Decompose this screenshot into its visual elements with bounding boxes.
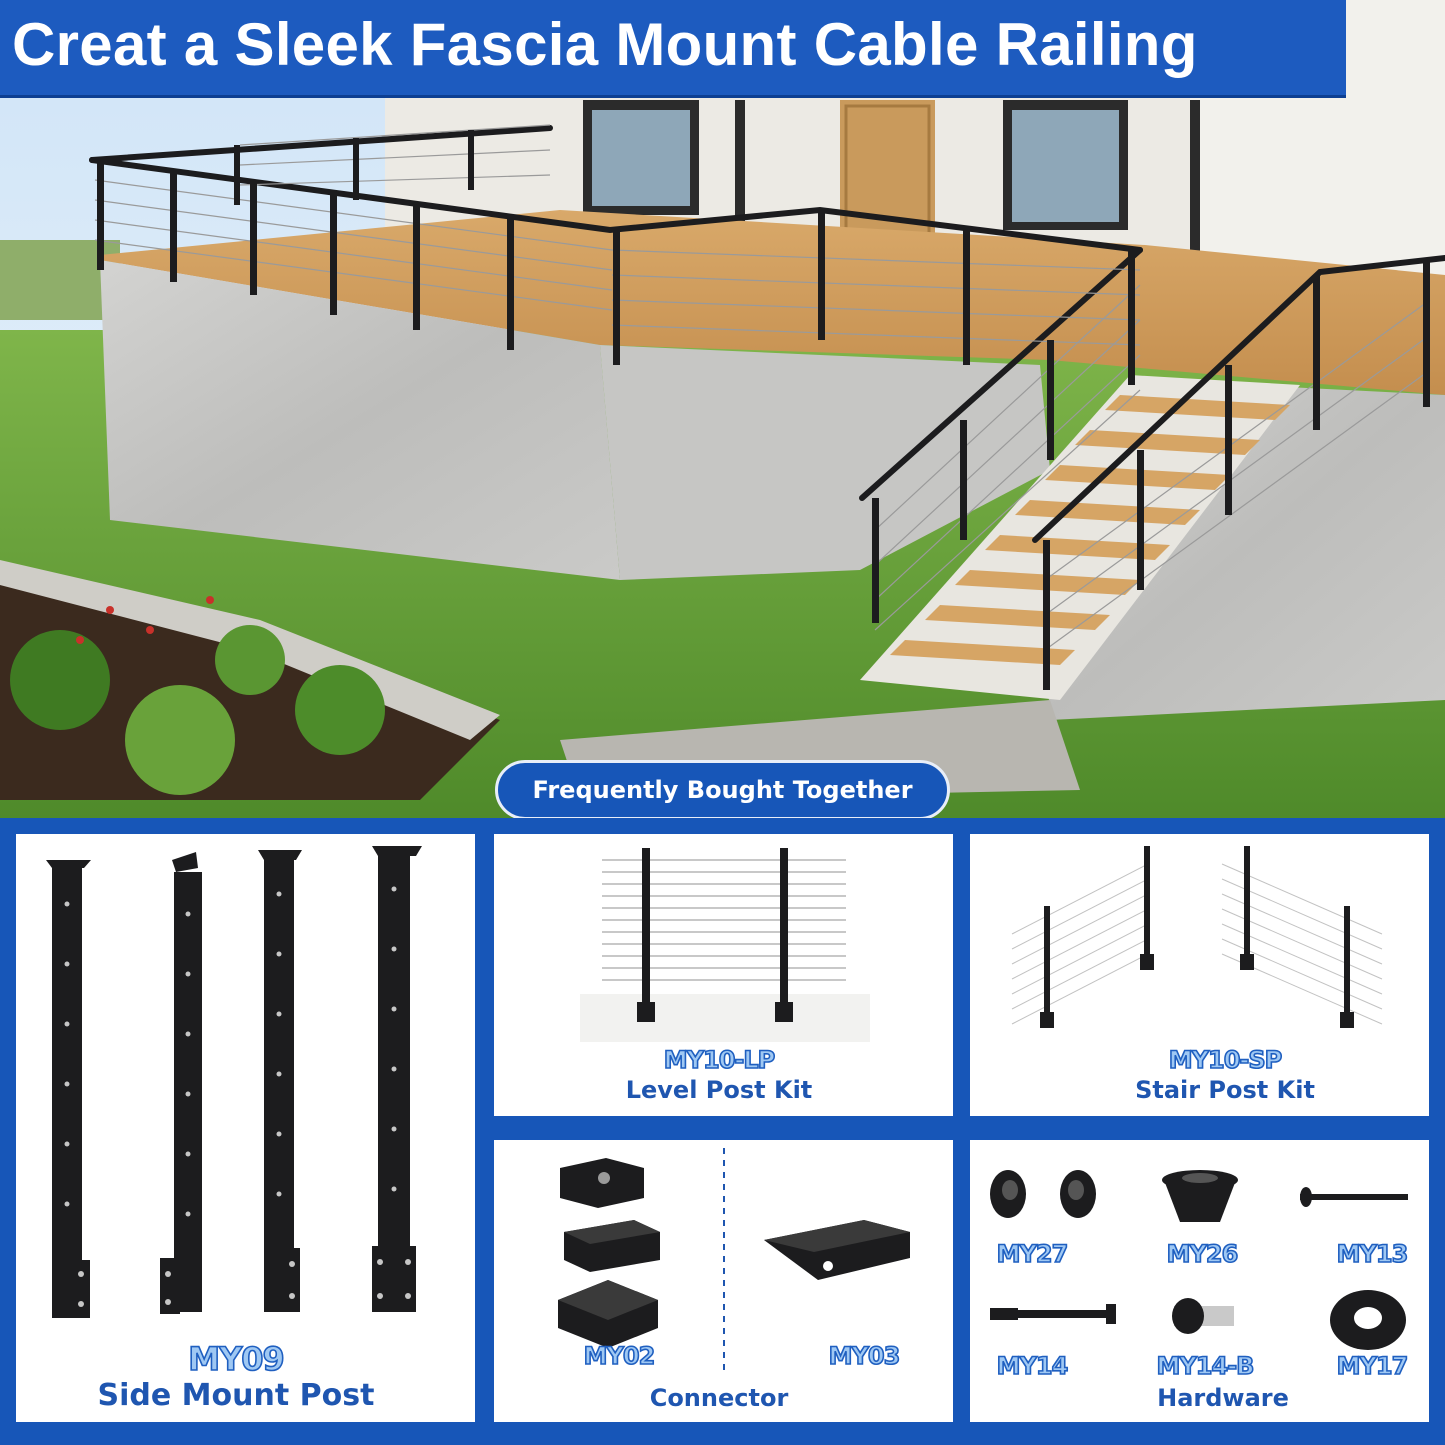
washer-pair [990,1170,1096,1218]
grommet [1162,1170,1238,1222]
hero-scene: Creat a Sleek Fascia Mount Cable Railing… [0,0,1445,818]
badge-label: Frequently Bought Together [532,776,913,804]
side-mount-post-image [46,846,422,1318]
connector-part-b-code: MY03 [828,1341,901,1371]
side-mount-post-code: MY09 [187,1339,285,1379]
product-card-level-post-kit[interactable]: MY10-LP Level Post Kit [494,834,953,1116]
hardware-name: Hardware [1157,1384,1289,1412]
product-card-stair-post-kit[interactable]: MY10-SP Stair Post Kit [970,834,1429,1116]
hardware-part-1-code: MY27 [996,1239,1069,1269]
product-card-hardware[interactable]: MY27 MY26 MY13 MY14 MY14-B MY17 Hardware [970,1140,1429,1422]
post-2 [160,852,202,1314]
hardware-image [990,1170,1408,1350]
hardware-part-5-code: MY14-B [1156,1351,1256,1381]
deck-illustration [0,0,1445,818]
level-post-kit-code: MY10-LP [663,1045,776,1075]
post-4 [372,846,422,1312]
swivel-connector [560,1158,644,1208]
swage-fitting [1172,1298,1234,1334]
frequently-bought-together-badge: Frequently Bought Together [495,760,950,818]
stair-post-kit-code: MY10-SP [1168,1045,1283,1075]
post-1 [46,860,91,1318]
side-mount-post-name: Side Mount Post [97,1378,375,1413]
hardware-part-2-code: MY26 [1166,1239,1239,1269]
product-card-connector[interactable]: MY02 MY03 Connector [494,1140,953,1422]
connector-name: Connector [649,1384,789,1412]
product-card-side-mount-post[interactable]: MY09 Side Mount Post [16,834,475,1422]
connector-image [558,1148,910,1376]
stair-post-kit-name: Stair Post Kit [1135,1076,1315,1104]
level-post-kit-image [580,848,870,1042]
washer-ring [1330,1290,1406,1350]
title-banner: Creat a Sleek Fascia Mount Cable Railing [0,0,1346,98]
cable-pin [1300,1187,1408,1207]
stair-post-kit-image [1011,846,1383,1028]
hardware-part-6-code: MY17 [1336,1351,1409,1381]
level-post-kit-name: Level Post Kit [625,1076,813,1104]
tensioner-bolt [990,1304,1116,1324]
page-title: Creat a Sleek Fascia Mount Cable Railing [12,11,1198,78]
corner-connector [558,1280,658,1348]
end-bracket [764,1220,910,1280]
connector-part-a-code: MY02 [583,1341,656,1371]
post-3 [258,850,302,1312]
flat-connector [564,1220,660,1272]
hardware-part-3-code: MY13 [1336,1239,1409,1269]
hardware-part-4-code: MY14 [996,1351,1069,1381]
